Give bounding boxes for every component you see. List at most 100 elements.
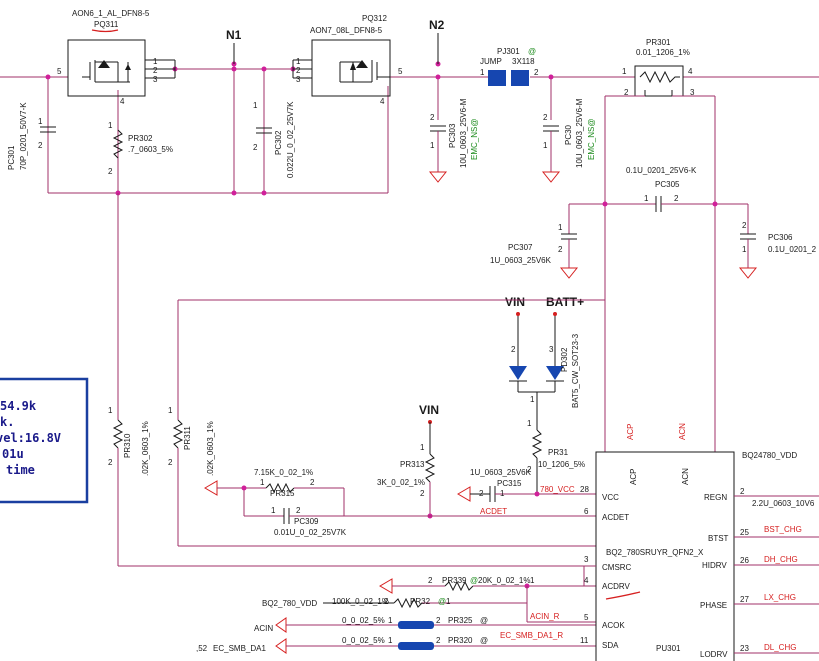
pc30-capacitor: PC30 10U_0603_25V6-M EMC_NS@ 2 1 <box>541 98 596 183</box>
pr311-resistor: PR311 .02K_0603_1% 1 2 <box>168 299 605 547</box>
svg-text:23: 23 <box>740 644 749 653</box>
svg-text:0.1U_0201_25V6-K: 0.1U_0201_25V6-K <box>626 166 697 175</box>
svg-text:2: 2 <box>384 597 389 606</box>
svg-text:CMSRC: CMSRC <box>602 563 632 572</box>
svg-text:27: 27 <box>740 595 749 604</box>
pj301-jumper: PJ301 @ JUMP 3X118 1 2 <box>480 47 539 86</box>
svg-text:@: @ <box>480 616 488 625</box>
svg-text:.02K_0603_1%: .02K_0603_1% <box>206 421 215 476</box>
svg-text:ACN: ACN <box>681 468 690 485</box>
svg-text:2: 2 <box>310 478 315 487</box>
pu301-ic: ACP ACN ACP ACN VCC 28 ACDET 6 CMSRC 3 A… <box>580 423 819 661</box>
svg-text:DH_CHG: DH_CHG <box>764 555 798 564</box>
svg-text:4: 4 <box>380 97 385 106</box>
svg-text:2: 2 <box>740 487 745 496</box>
svg-text:100K_0_02_1%: 100K_0_02_1% <box>332 597 389 606</box>
svg-text:10U_0603_25V6-M: 10U_0603_25V6-M <box>575 98 584 168</box>
svg-text:BAT5_CW_SOT23-3: BAT5_CW_SOT23-3 <box>571 333 580 408</box>
svg-text:70P_0201_50V7-K: 70P_0201_50V7-K <box>19 102 28 170</box>
net-label-n2: N2 <box>429 18 445 32</box>
pc303-capacitor: PC303 10U_0603_25V6-M EMC_NS@ 2 1 <box>428 98 479 183</box>
svg-text:EMC_NS@: EMC_NS@ <box>470 119 479 160</box>
svg-text:1: 1 <box>430 141 435 150</box>
svg-text:VCC: VCC <box>602 493 619 502</box>
pr302-resistor: PR302 .7_0603_5% 1 2 <box>108 121 173 176</box>
svg-text:5: 5 <box>584 613 589 622</box>
svg-text:1: 1 <box>296 57 301 66</box>
svg-text:3: 3 <box>690 88 695 97</box>
svg-text:1: 1 <box>742 245 747 254</box>
svg-text:1: 1 <box>388 636 393 645</box>
pc307-capacitor: PC307 1U_0603_25V6K 1 2 <box>490 204 579 279</box>
svg-text:2: 2 <box>253 143 258 152</box>
svg-text:2: 2 <box>624 88 629 97</box>
svg-text:5: 5 <box>57 67 62 76</box>
svg-text:1: 1 <box>558 223 563 232</box>
svg-text:@: @ <box>470 576 478 585</box>
svg-text:PR315: PR315 <box>270 489 295 498</box>
svg-text:vel:16.8V: vel:16.8V <box>0 431 61 445</box>
svg-text:0_0_02_5%: 0_0_02_5% <box>342 616 385 625</box>
svg-text:PU301: PU301 <box>656 644 681 653</box>
svg-text:2: 2 <box>38 141 43 150</box>
svg-text:0.01U_0_02_25V7K: 0.01U_0_02_25V7K <box>274 528 347 537</box>
svg-text:0.1U_0201_2: 0.1U_0201_2 <box>768 245 817 254</box>
pc301-capacitor: PC301 70P_0201_50V7-K 1 2 <box>7 102 56 170</box>
svg-text:BQ2_780SRUYR_QFN2_X: BQ2_780SRUYR_QFN2_X <box>606 548 704 557</box>
note-box: 54.9k k. vel:16.8V 01u time <box>0 377 89 504</box>
svg-text:1: 1 <box>500 489 505 498</box>
svg-text:20K_0_02_1%: 20K_0_02_1% <box>478 576 531 585</box>
svg-text:PHASE: PHASE <box>700 601 727 610</box>
svg-text:ACN: ACN <box>678 423 687 440</box>
pr315-resistor: 7.15K_0_02_1% PR315 1 2 <box>204 468 345 516</box>
svg-text:PC301: PC301 <box>7 145 16 170</box>
pc305-capacitor: 0.1U_0201_25V6-K PC305 1 2 <box>569 166 748 212</box>
svg-text:k.: k. <box>0 415 14 429</box>
svg-text:2: 2 <box>543 113 548 122</box>
svg-text:2: 2 <box>428 576 433 585</box>
svg-text:ACP: ACP <box>626 424 635 440</box>
pq312-mosfet: PQ312 AON7_08L_DFN8-5 1 2 3 5 4 <box>292 14 403 106</box>
svg-text:PC303: PC303 <box>448 123 457 148</box>
svg-text:1: 1 <box>530 576 535 585</box>
svg-text:ACP: ACP <box>629 469 638 485</box>
svg-text:PD302: PD302 <box>560 347 569 372</box>
svg-text:2: 2 <box>430 113 435 122</box>
pr301-sense-resistor: PR301 0.01_1206_1% 1 4 2 3 <box>604 38 716 452</box>
svg-text:4: 4 <box>584 576 589 585</box>
svg-text:2: 2 <box>558 245 563 254</box>
svg-text:25: 25 <box>740 528 749 537</box>
svg-text:BQ24780_VDD: BQ24780_VDD <box>742 451 797 460</box>
svg-text:PC309: PC309 <box>294 517 319 526</box>
svg-text:@: @ <box>438 597 446 606</box>
svg-text:PR302: PR302 <box>128 134 153 143</box>
svg-text:LX_CHG: LX_CHG <box>764 593 796 602</box>
svg-text:1: 1 <box>253 101 258 110</box>
svg-text:ACIN: ACIN <box>254 624 273 633</box>
svg-text:01u: 01u <box>2 447 24 461</box>
svg-text:PR310: PR310 <box>123 433 132 458</box>
svg-text:,52: ,52 <box>196 644 208 653</box>
pr310-resistor: PR310 .02K_0603_1% 1 2 <box>108 193 596 587</box>
svg-text:1: 1 <box>388 616 393 625</box>
svg-text:2: 2 <box>479 489 484 498</box>
svg-text:3X118: 3X118 <box>512 57 535 66</box>
svg-text:PR31: PR31 <box>548 448 569 457</box>
svg-text:54.9k: 54.9k <box>0 399 37 413</box>
svg-text:4: 4 <box>688 67 693 76</box>
pc309-capacitor: PC309 0.01U_0_02_25V7K 1 2 <box>244 506 596 537</box>
svg-text:PR311: PR311 <box>183 426 192 450</box>
pr339-resistor: 2 PR339 @ 20K_0_02_1% 1 <box>379 576 596 594</box>
pr325-resistor: ACIN 0_0_02_5% 1 2 PR325 @ <box>254 616 596 633</box>
svg-text:0_0_02_5%: 0_0_02_5% <box>342 636 385 645</box>
svg-text:PR320: PR320 <box>448 636 473 645</box>
svg-text:.02K_0603_1%: .02K_0603_1% <box>141 421 150 476</box>
svg-text:10U_0603_25V6-M: 10U_0603_25V6-M <box>459 98 468 168</box>
svg-text:PQ311: PQ311 <box>94 20 119 29</box>
svg-text:PR32: PR32 <box>410 597 431 606</box>
svg-text:1: 1 <box>527 419 532 428</box>
svg-text:BQ2_780_VDD: BQ2_780_VDD <box>262 599 317 608</box>
svg-text:1: 1 <box>644 194 649 203</box>
net-label-vin-top: VIN <box>505 295 525 309</box>
svg-text:PC306: PC306 <box>768 233 793 242</box>
